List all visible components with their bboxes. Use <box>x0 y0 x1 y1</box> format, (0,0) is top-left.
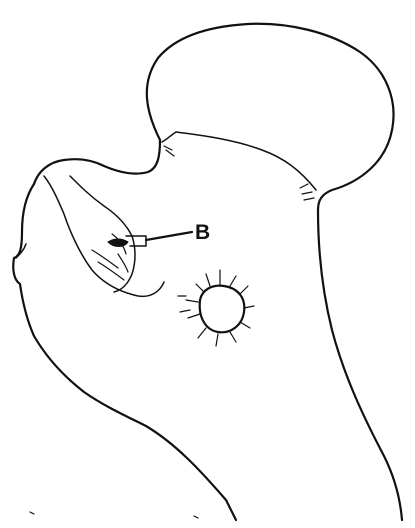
lesion-b-mark <box>108 239 128 247</box>
femoral-head-outline <box>147 24 394 210</box>
fossa-ridge-1 <box>92 250 118 268</box>
label-b: B <box>195 222 210 243</box>
superior-neck-outline <box>34 140 160 184</box>
circular-lesion-spicules <box>178 270 254 346</box>
head-neck-junction <box>162 132 316 190</box>
lateral-shaft-outline <box>318 210 402 520</box>
bottom-mark-left <box>30 512 34 514</box>
circular-lesion-outline <box>200 286 245 333</box>
fossa-ridge-2 <box>98 262 124 280</box>
lesion-b-box <box>126 236 146 246</box>
trochanteric-fossa-inner <box>70 176 135 292</box>
fossa-ridge-4 <box>118 254 128 272</box>
bottom-mark-right <box>194 516 198 518</box>
neck-ticks <box>164 146 314 200</box>
label-b-leader-line <box>146 232 192 240</box>
